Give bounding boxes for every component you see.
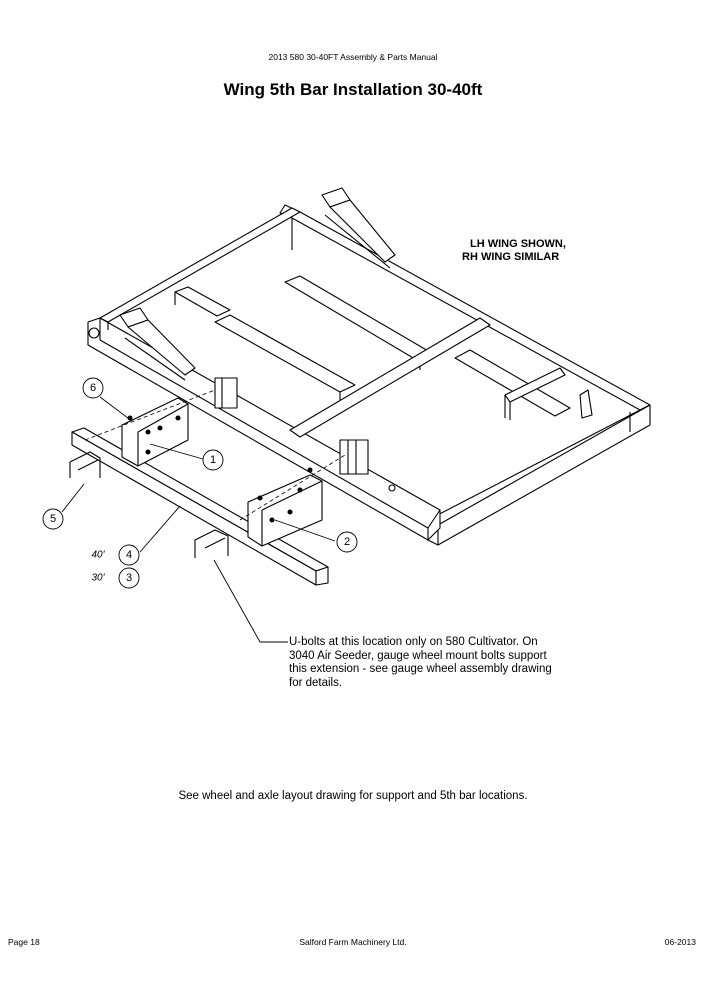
alignment-lines bbox=[84, 389, 346, 521]
beam-brackets bbox=[214, 377, 396, 492]
u-bolts bbox=[69, 451, 229, 558]
length-30-label: 30' bbox=[91, 573, 105, 584]
footer-company: Salford Farm Machinery Ltd. bbox=[299, 937, 407, 947]
callout-5: 5 bbox=[50, 513, 56, 525]
page-title: Wing 5th Bar Installation 30-40ft bbox=[223, 80, 483, 99]
wing-note-line2: RH WING SIMILAR bbox=[462, 251, 560, 263]
ubolt-note: U-bolts at this location only on 580 Cul… bbox=[289, 636, 552, 689]
length-40-label: 40' bbox=[91, 550, 105, 561]
callout-bubbles bbox=[42, 377, 358, 589]
wing-note-line1: LH WING SHOWN, bbox=[470, 238, 566, 250]
callout-6: 6 bbox=[90, 382, 96, 394]
bolts bbox=[127, 415, 313, 523]
see-wheel-layout-note: See wheel and axle layout drawing for su… bbox=[178, 790, 528, 802]
callout-2: 2 bbox=[344, 536, 350, 548]
mount-plates bbox=[121, 397, 323, 547]
callout-3: 3 bbox=[126, 572, 132, 584]
leader-lines bbox=[61, 396, 336, 643]
frame-cross-members bbox=[174, 275, 571, 438]
frame-right-beam bbox=[427, 404, 651, 546]
manual-header: 2013 580 30-40FT Assembly & Parts Manual bbox=[268, 52, 438, 62]
footer-page-number: Page 18 bbox=[8, 937, 40, 947]
hitch-plates bbox=[119, 187, 593, 419]
callout-1: 1 bbox=[210, 454, 216, 466]
frame-left-rail bbox=[99, 207, 301, 330]
footer-date: 06-2013 bbox=[664, 937, 696, 947]
callout-4: 4 bbox=[126, 549, 132, 561]
